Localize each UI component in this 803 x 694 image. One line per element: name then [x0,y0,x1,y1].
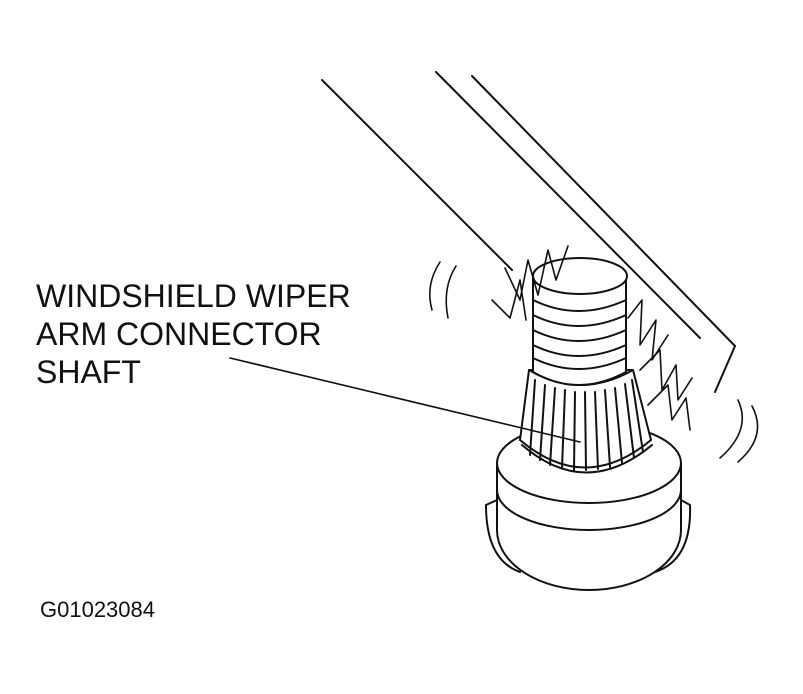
figure-id: G01023084 [40,597,155,622]
callout-line-3: SHAFT [36,354,141,390]
splined-section [519,369,653,474]
leader-line [229,357,581,443]
mounting-boss [485,422,692,591]
motion-lines [429,245,759,463]
callout-line-2: ARM CONNECTOR [36,316,322,352]
threaded-shaft [532,257,628,386]
callout-line-1: WINDSHIELD WIPER [36,278,351,314]
cowl-panel-edges [321,71,736,393]
